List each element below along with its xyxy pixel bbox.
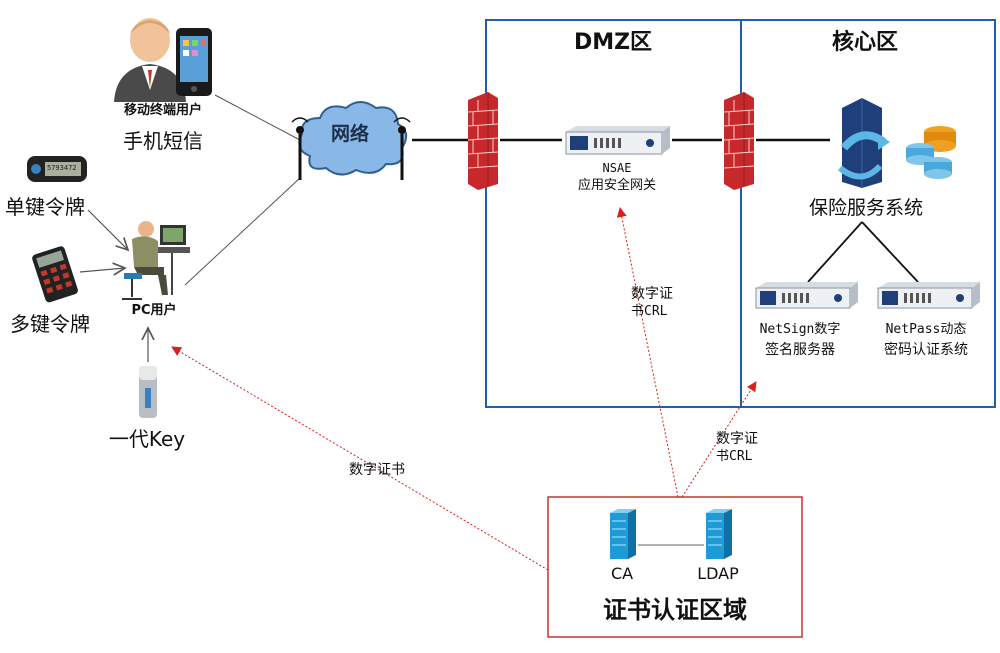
ca-label: CA — [610, 564, 634, 583]
arrow-single-token-pc — [87, 209, 128, 250]
usb-key-label: 一代Key — [108, 427, 186, 451]
firewall-1-icon — [467, 92, 499, 190]
flow-cert-core — [681, 381, 757, 498]
netsign-label-line2: 签名服务器 — [765, 342, 835, 358]
network-label: 网络 — [330, 123, 370, 145]
insurance-system-icon — [838, 98, 956, 188]
netpass-server-icon — [877, 282, 980, 309]
cert-zone-box — [547, 496, 803, 638]
flow-cert-nsae-label-line2: 书CRL — [631, 304, 668, 319]
ca-server-icon — [610, 509, 636, 559]
flow-cert-nsae — [616, 207, 679, 498]
pc-user-label: PC用户 — [131, 303, 177, 318]
flow-cert-pc — [171, 346, 549, 571]
insurance-system-label: 保险服务系统 — [808, 197, 924, 219]
nsae-label-line2: 应用安全网关 — [577, 178, 657, 193]
cert-zone-title: 证书认证区域 — [603, 596, 747, 624]
nsae-label-line1: NSAE — [602, 161, 632, 175]
multi-token-label: 多键令牌 — [10, 312, 90, 336]
core-zone-title: 核心区 — [831, 30, 899, 55]
multi-key-token-icon — [32, 246, 78, 303]
flow-cert-core-label-line1: 数字证 — [716, 431, 758, 447]
netpass-label-line2: 密码认证系统 — [884, 342, 968, 358]
sms-label: 手机短信 — [123, 129, 203, 153]
flow-cert-core-label-line2: 书CRL — [716, 449, 753, 464]
mobile-user-icon — [114, 18, 212, 102]
firewall-2-icon — [723, 92, 755, 190]
nsae-server-icon — [565, 126, 670, 155]
pc-user-icon — [122, 221, 190, 300]
token-display-value: 5793472 — [47, 164, 77, 172]
flow-cert-pc-label: 数字证书 — [349, 462, 405, 478]
link-pc-network — [184, 177, 301, 286]
flow-cert-nsae-label-line1: 数字证 — [631, 286, 673, 302]
network-cloud-icon — [291, 101, 411, 180]
netsign-label-line1: NetSign数字 — [759, 322, 841, 337]
link-core-netsign — [807, 221, 863, 283]
mobile-user-label: 移动终端用户 — [123, 103, 203, 118]
core-zone-box — [740, 19, 996, 408]
single-key-token-icon — [27, 156, 87, 182]
dmz-zone-box — [485, 19, 742, 408]
dmz-zone-title: DMZ区 — [573, 30, 653, 55]
link-core-netpass — [861, 221, 919, 283]
netsign-server-icon — [755, 282, 858, 309]
arrow-multi-token-pc — [79, 268, 125, 272]
link-mobile-network — [214, 94, 301, 141]
ldap-label: LDAP — [697, 564, 739, 583]
single-token-label: 单键令牌 — [5, 195, 85, 219]
netpass-label-line1: NetPass动态 — [885, 322, 967, 337]
usb-key-icon — [139, 366, 157, 418]
ldap-server-icon — [706, 509, 732, 559]
